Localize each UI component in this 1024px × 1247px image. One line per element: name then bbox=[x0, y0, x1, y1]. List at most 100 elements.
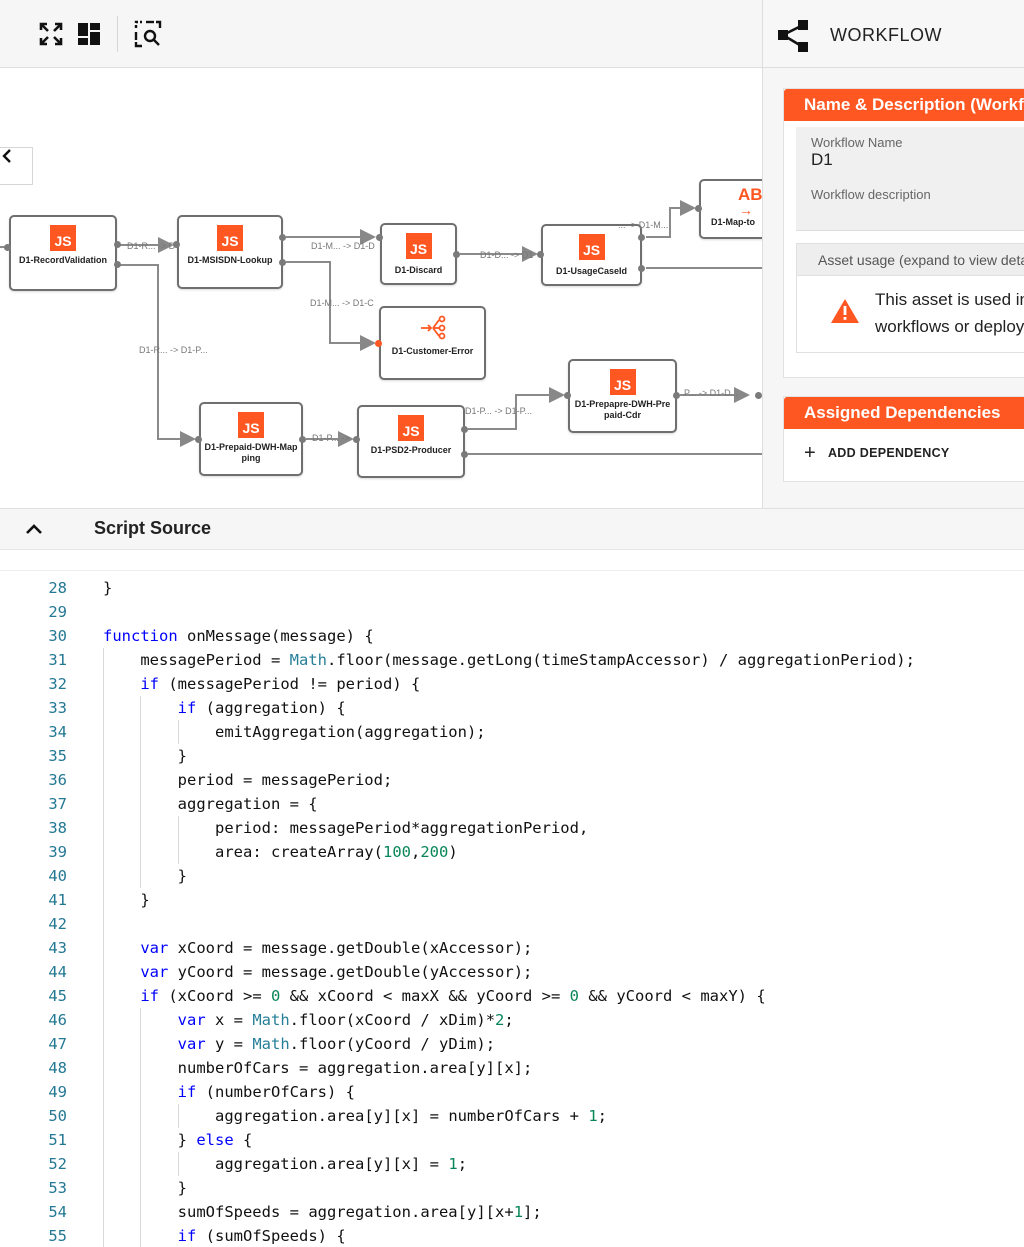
line-number: 52 bbox=[48, 1155, 67, 1173]
node-output-port[interactable] bbox=[114, 241, 121, 248]
workflow-node-prepaid-dwh-mapping[interactable]: JS D1-Prepaid-DWH-Mapping bbox=[199, 402, 303, 476]
code-line[interactable]: 35} bbox=[0, 744, 1024, 768]
node-input-port[interactable] bbox=[353, 436, 360, 443]
line-number: 49 bbox=[48, 1083, 67, 1101]
node-output-port[interactable] bbox=[453, 251, 460, 258]
workflow-node-psd2-producer[interactable]: JS D1-PSD2-Producer bbox=[357, 405, 465, 478]
node-input-port[interactable] bbox=[173, 241, 180, 248]
line-number: 37 bbox=[48, 795, 67, 813]
indent-guide bbox=[103, 648, 104, 1247]
node-input-port[interactable] bbox=[695, 205, 702, 212]
indent-guide bbox=[177, 1104, 179, 1128]
javascript-icon: JS bbox=[578, 234, 605, 260]
code-text: } else { bbox=[177, 1131, 253, 1149]
code-line[interactable]: 42 bbox=[0, 912, 1024, 936]
edge-label: D1-R... -> D bbox=[127, 241, 176, 251]
code-text: area: createArray(100,200) bbox=[214, 843, 458, 861]
workflow-node-msisdn-lookup[interactable]: JS D1-MSISDN-Lookup bbox=[177, 215, 283, 289]
workflow-canvas[interactable]: JS D1-RecordValidation JS D1-MSISDN-Look… bbox=[0, 69, 762, 508]
panel-header: WORKFLOW bbox=[763, 0, 1024, 68]
code-text: var xCoord = message.getDouble(xAccessor… bbox=[140, 939, 533, 957]
workflow-node-record-validation[interactable]: JS D1-RecordValidation bbox=[9, 215, 117, 291]
code-text: if (messagePeriod != period) { bbox=[140, 675, 421, 693]
node-output-port[interactable] bbox=[299, 436, 306, 443]
zoom-to-fit-icon bbox=[134, 20, 162, 48]
node-label: D1-Customer-Error bbox=[391, 346, 474, 356]
node-output-port[interactable] bbox=[461, 426, 468, 433]
node-input-port[interactable] bbox=[537, 251, 544, 258]
node-input-port[interactable] bbox=[4, 244, 11, 251]
code-text: aggregation.area[y][x] = 1; bbox=[214, 1155, 468, 1173]
node-output-port[interactable] bbox=[279, 259, 286, 266]
node-output-port[interactable] bbox=[638, 234, 645, 241]
line-number: 54 bbox=[48, 1203, 67, 1221]
code-line[interactable]: 28} bbox=[0, 576, 1024, 600]
edge-label: D1-M... -> D1-D bbox=[311, 241, 375, 251]
javascript-icon: JS bbox=[609, 369, 636, 395]
node-output-port[interactable] bbox=[638, 265, 645, 272]
code-line[interactable]: 49 if (numberOfCars) { bbox=[0, 1080, 1024, 1104]
javascript-icon: JS bbox=[238, 412, 264, 438]
node-output-port[interactable] bbox=[279, 234, 286, 241]
workflow-node-prepaid-cdr[interactable]: JS D1-Prepapre-DWH-Prepaid-Cdr bbox=[568, 359, 677, 433]
fullscreen-button[interactable] bbox=[37, 20, 65, 48]
code-line[interactable]: 51} else { bbox=[0, 1128, 1024, 1152]
edge-label: D1-D... -> D1 bbox=[480, 250, 534, 260]
script-source-header[interactable]: Script Source bbox=[0, 508, 1024, 550]
code-line[interactable]: 53} bbox=[0, 1176, 1024, 1200]
code-text: } bbox=[177, 1179, 187, 1197]
code-line[interactable]: 29 bbox=[0, 600, 1024, 624]
workflow-name-field[interactable]: Workflow Name D1 Workflow description bbox=[796, 127, 1024, 231]
node-input-port[interactable] bbox=[755, 392, 762, 399]
workflow-node-map-to[interactable]: AB → D1-Map-to bbox=[699, 179, 762, 239]
layout-icon bbox=[78, 23, 100, 45]
workflow-node-discard[interactable]: JS D1-Discard bbox=[380, 223, 457, 285]
line-number: 32 bbox=[48, 675, 67, 693]
node-input-port[interactable] bbox=[376, 234, 383, 241]
chevron-up-icon[interactable] bbox=[24, 520, 44, 540]
workflow-node-usage-case-id[interactable]: JS D1-UsageCaseId bbox=[541, 224, 642, 286]
line-number: 46 bbox=[48, 1011, 67, 1029]
asset-usage-line: workflows or deployments bbox=[875, 317, 1024, 336]
assigned-dependencies-header[interactable]: Assigned Dependencies bbox=[784, 397, 1024, 429]
code-text: if (numberOfCars) { bbox=[177, 1083, 355, 1101]
line-number: 53 bbox=[48, 1179, 67, 1197]
error-input-port[interactable] bbox=[375, 340, 382, 347]
node-input-port[interactable] bbox=[564, 392, 571, 399]
collapse-canvas-button[interactable] bbox=[0, 147, 33, 185]
code-line[interactable]: 41} bbox=[0, 888, 1024, 912]
asset-usage-header[interactable]: Asset usage (expand to view details) bbox=[797, 244, 1024, 276]
workflow-node-customer-error[interactable]: D1-Customer-Error bbox=[379, 306, 486, 380]
code-line[interactable]: 40} bbox=[0, 864, 1024, 888]
code-line[interactable]: 32 if (messagePeriod != period) { bbox=[0, 672, 1024, 696]
add-dependency-button[interactable]: + ADD DEPENDENCY bbox=[804, 443, 950, 463]
node-label: D1-MSISDN-Lookup bbox=[187, 255, 273, 265]
name-description-header[interactable]: Name & Description (Workflow) bbox=[784, 89, 1024, 121]
zoom-to-fit-button[interactable] bbox=[134, 20, 162, 48]
node-input-port[interactable] bbox=[195, 436, 202, 443]
layout-button[interactable] bbox=[75, 20, 103, 48]
node-output-port[interactable] bbox=[673, 392, 680, 399]
node-output-port[interactable] bbox=[461, 451, 468, 458]
javascript-icon: JS bbox=[217, 225, 243, 251]
code-line[interactable]: 52 aggregation.area[y][x] = 1; bbox=[0, 1152, 1024, 1176]
node-output-port[interactable] bbox=[114, 261, 121, 268]
